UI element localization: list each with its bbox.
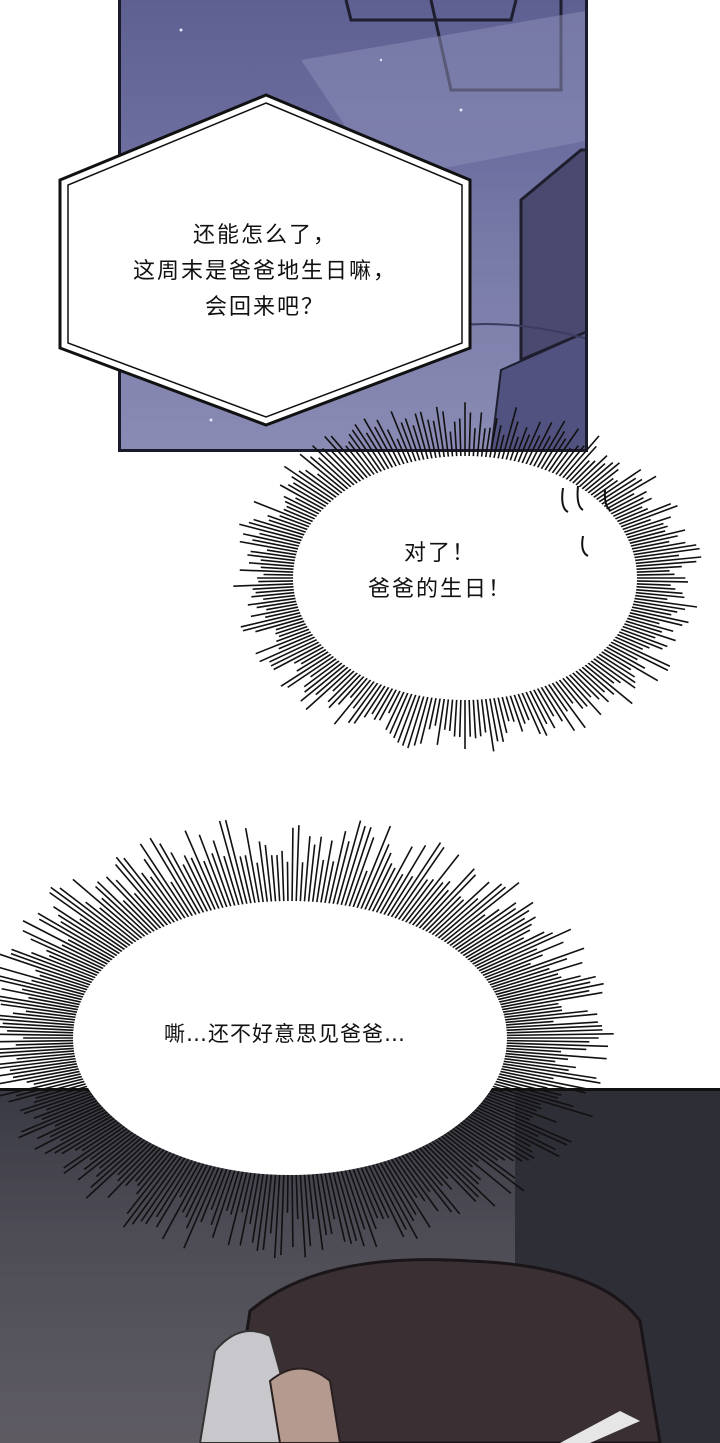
speech-bubble-text: 还能怎么了， 这周末是爸爸地生日嘛， 会回来吧？ — [95, 218, 435, 326]
burst-two-text: 嘶…还不好意思见爸爸… — [90, 1016, 480, 1052]
burst-one-text: 对了！ 爸爸的生日！ — [330, 536, 550, 608]
